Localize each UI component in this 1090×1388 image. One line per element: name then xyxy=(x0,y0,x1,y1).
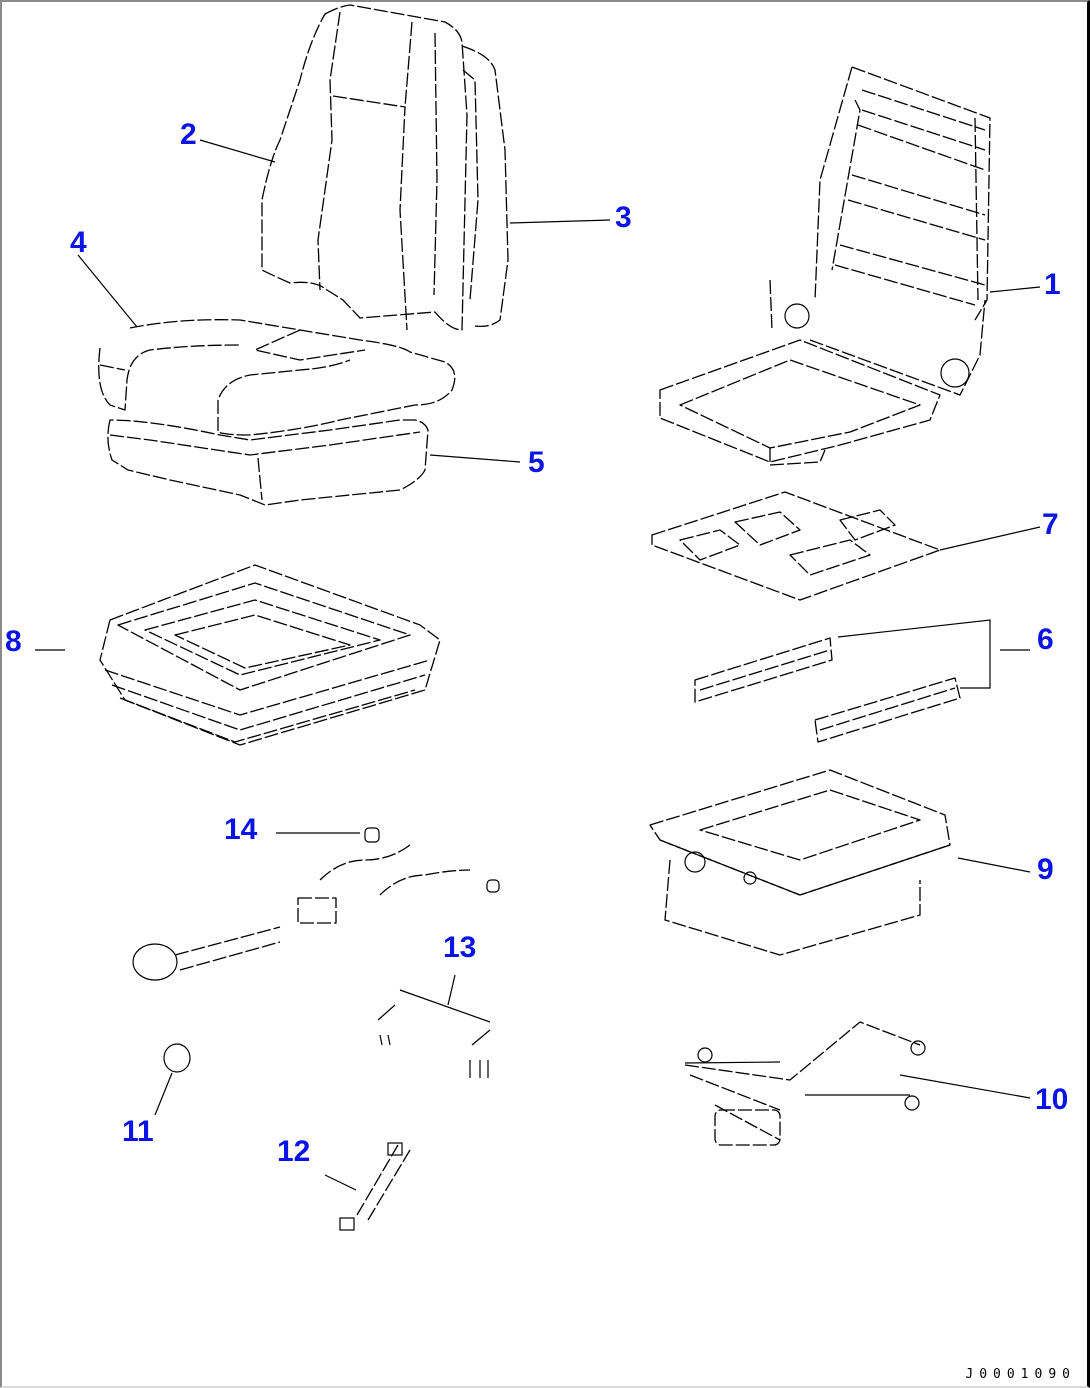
part-backrest xyxy=(199,4,611,331)
part-small-items xyxy=(154,974,491,1231)
part-scissor-linkage xyxy=(684,1021,1031,1146)
drawing-code: J0001090 xyxy=(965,1367,1076,1382)
callout-12: 12 xyxy=(277,1135,311,1168)
callout-5: 5 xyxy=(528,446,545,479)
callout-3: 3 xyxy=(615,201,632,234)
callout-2: 2 xyxy=(180,118,197,151)
callout-10: 10 xyxy=(1035,1083,1069,1116)
callout-7: 7 xyxy=(1042,508,1059,541)
callout-13: 13 xyxy=(443,931,477,964)
part-slide-rails xyxy=(694,619,1030,743)
part-bellows xyxy=(35,564,441,746)
callout-6: 6 xyxy=(1037,623,1054,656)
callout-9: 9 xyxy=(1037,853,1054,886)
callout-4: 4 xyxy=(70,226,87,259)
callout-1: 1 xyxy=(1044,268,1061,301)
part-seat-frame xyxy=(659,66,1041,466)
callout-8: 8 xyxy=(5,625,22,658)
part-adjuster xyxy=(132,827,500,981)
callout-14: 14 xyxy=(224,813,258,846)
part-suspension xyxy=(649,769,1031,956)
callout-11: 11 xyxy=(122,1115,154,1148)
part-mounting-plate xyxy=(651,491,1041,601)
part-seat-cushion xyxy=(77,254,521,506)
